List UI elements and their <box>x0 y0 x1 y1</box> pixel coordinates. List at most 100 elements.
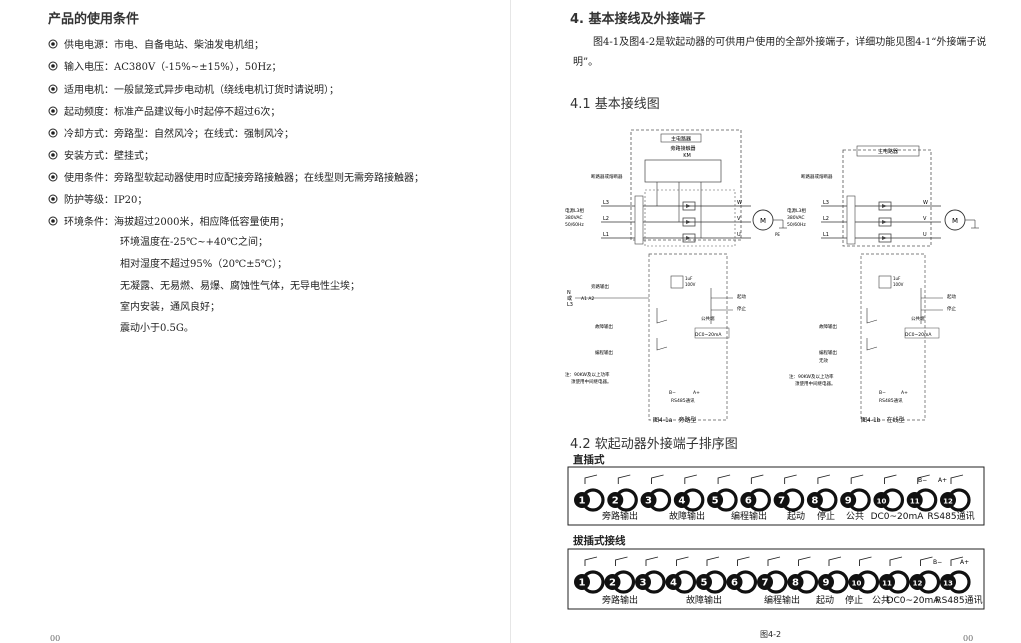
switch-symbol <box>706 556 720 566</box>
pe-label: PE <box>775 232 780 237</box>
switch-symbol <box>767 556 781 566</box>
right-label: DC0~20mA <box>905 332 932 338</box>
output-label: U <box>737 232 741 238</box>
terminal-group-label: 起动 <box>816 595 834 606</box>
bullet-circle-icon <box>48 39 58 48</box>
terminal-number-disc <box>909 574 926 590</box>
terminal: 4 <box>665 556 697 594</box>
bullet-circle-icon <box>48 106 58 115</box>
terminal: 3 <box>640 474 672 512</box>
breaker-label: 断路器或熔断器 <box>591 173 623 180</box>
terminal-group-label: RS485通讯 <box>927 511 974 522</box>
terminal-group-label: 旁路输出 <box>602 510 638 522</box>
note-line: 须使用中间继电器。 <box>795 380 836 387</box>
bullet-circle-icon <box>48 84 58 93</box>
switch-symbol <box>615 556 628 566</box>
supply-label: 50/60Hz <box>565 222 584 228</box>
terminal-number-disc <box>873 492 890 508</box>
right-label: 公共端 <box>911 315 925 322</box>
switch-symbol <box>850 474 864 484</box>
cap-label: 1uF <box>685 276 693 281</box>
line-label: L3 <box>603 200 609 206</box>
terminal-number-disc <box>707 492 724 508</box>
page-number: 00 <box>50 634 61 643</box>
terminal: 12 <box>940 474 971 512</box>
bullet-item: 环境条件：海拔超过2000米，相应降低容量使用； <box>48 213 289 228</box>
terminal-group-label: DC0~20mA <box>871 512 925 522</box>
left-page: 产品的使用条件 供电电源：市电、自备电站、柴油发电机组； 输入电压：AC380V… <box>0 0 510 643</box>
bullet-circle-icon <box>48 150 58 159</box>
fuse-label: A1 A2 <box>581 296 594 302</box>
right-page: 4. 基本接线及外接端子 图4-1及图4-2是软起动器的可供用户使用的全部外接端… <box>511 0 1021 643</box>
relay-label: 故障输出 <box>595 323 613 330</box>
terminal-number: 7 <box>762 578 769 589</box>
terminal-group-label: RS485通讯 <box>935 595 982 606</box>
terminal: 2 <box>607 474 638 512</box>
km-label: KM <box>683 153 691 159</box>
terminal-number-disc <box>940 492 956 508</box>
rs485-pin: A+ <box>693 390 700 396</box>
switch-symbol <box>617 474 631 484</box>
bullet-circle-icon <box>48 216 58 225</box>
terminal-number-disc <box>604 574 621 590</box>
terminal-number: 11 <box>882 580 892 588</box>
bullet-item: 安装方式：壁挂式； <box>48 147 154 162</box>
supply-label: 电源L3相 <box>565 207 584 214</box>
bullet-item: 冷却方式：旁路型：自然风冷；在线式：强制风冷； <box>48 125 294 140</box>
bullet-circle-icon <box>48 128 58 137</box>
env-line: 震动小于0.5G。 <box>120 323 194 334</box>
rs485-pin: B− <box>879 390 886 396</box>
bullet-item: 供电电源：市电、自备电站、柴油发电机组； <box>48 36 264 51</box>
terminal: 10 <box>848 556 880 594</box>
bullet-item: 适用电机：一般鼠笼式异步电动机（绕线电机订货时请说明）； <box>48 81 339 96</box>
bullet-circle-icon <box>48 194 58 203</box>
terminal-number: 12 <box>913 580 923 588</box>
rs485-pin-a: A+ <box>960 559 969 566</box>
terminal-group-label: 编程输出 <box>764 594 800 606</box>
terminal: 8 <box>787 556 819 594</box>
switch-symbol <box>828 556 842 566</box>
rs485-label: RS485通讯 <box>671 397 695 404</box>
terminal-group-label: DC0~20mA <box>887 596 941 606</box>
terminal-number: 4 <box>670 578 677 589</box>
terminal-number: 6 <box>745 496 752 507</box>
terminal: 3 <box>635 556 666 594</box>
terminal-number-disc <box>574 574 590 590</box>
terminal-number: 1 <box>579 496 586 507</box>
switch-symbol <box>798 556 811 566</box>
top-box-label: 主电路器 <box>671 136 691 143</box>
rs485-pin-a: A+ <box>938 477 947 484</box>
supply-label: 380VAC <box>565 215 583 221</box>
terminal-number: 5 <box>701 578 708 589</box>
terminal-number-disc <box>740 492 757 508</box>
terminal-number-disc <box>787 574 804 590</box>
wiring-diagrams: 主电路器 旁路接触器 KM 断路器或熔断器 电源L3相 380VAC 50/60… <box>565 129 979 424</box>
terminal-number-disc <box>673 492 690 508</box>
switch-symbol <box>584 474 598 484</box>
terminal: 1 <box>574 474 605 512</box>
terminal-number: 2 <box>609 578 616 589</box>
rs485-pin: A+ <box>901 390 908 396</box>
terminal-group-label: 停止 <box>817 510 835 522</box>
rs485-pin: B− <box>669 390 676 396</box>
motor-label: M <box>952 217 958 225</box>
subsection-title-terminals: 4.2 软起动器外接端子排序图 <box>570 437 738 452</box>
terminal-number-disc <box>879 574 895 590</box>
terminal-number: 9 <box>845 496 852 507</box>
intro-paragraph: 图4-1及图4-2是软起动器的可供用户使用的全部外接端子，详细功能见图4-1“外… <box>573 37 987 68</box>
supply-label: 电源L3相 <box>787 207 806 214</box>
right-label: 起动 <box>947 293 956 300</box>
terminal-group-label: 停止 <box>845 594 863 606</box>
line-label: L3 <box>823 200 829 206</box>
relay-label: 旁路输出 <box>591 283 609 290</box>
terminal: 11 <box>906 474 938 512</box>
terminal-number-disc <box>848 574 865 590</box>
terminal: 9 <box>840 474 871 512</box>
terminal-number: 13 <box>943 580 953 588</box>
note-line: 注：90KW及以上功率 <box>789 373 834 380</box>
supply-label: 50/60Hz <box>787 222 806 228</box>
terminal-number-disc <box>906 492 923 508</box>
right-label: 停止 <box>947 305 956 312</box>
terminal-number: 12 <box>943 498 953 506</box>
terminal-number-disc <box>940 574 956 590</box>
